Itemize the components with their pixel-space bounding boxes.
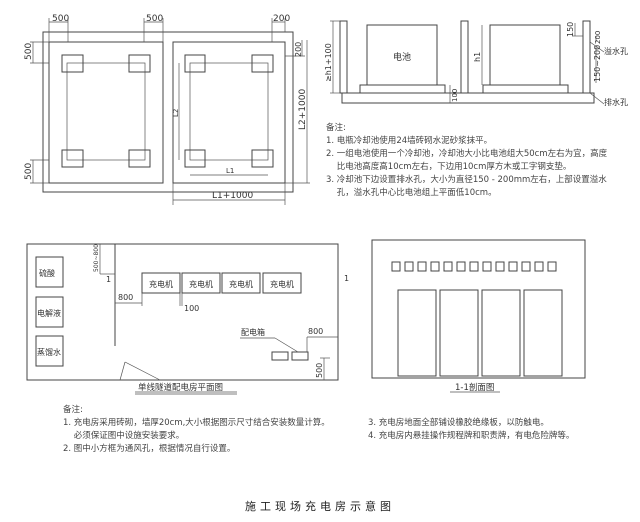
note-line: 孔，溢水孔中心比电池组上平面低10cm。 [326, 188, 497, 198]
charger [262, 272, 302, 294]
room-sulfuric-acid [35, 256, 64, 288]
dim-500: 500 [146, 14, 163, 24]
door [481, 289, 521, 377]
dim-100: 100 [451, 89, 459, 102]
support-pads [61, 54, 274, 168]
note-line: 必须保证图中设施安装要求。 [63, 431, 185, 441]
room-label: 硫酸 [39, 268, 55, 278]
outer-slab [42, 31, 294, 193]
floor-plan-title: 单线隧道配电房平面图 [138, 382, 223, 393]
dimension-lines [30, 18, 310, 205]
pool-right [172, 41, 286, 184]
dim-h1-plus-100: ≥h1+100 [324, 43, 333, 82]
room-distilled-water [35, 335, 64, 367]
room-electrolyte [35, 296, 64, 328]
dim-200: 200 [273, 14, 290, 24]
dim-500: 500 [24, 43, 34, 60]
battery-outline-left [66, 62, 146, 161]
note-line: 2. 图中小方框为通风孔，根据情况自行设置。 [63, 444, 236, 454]
notes-heading: 备注: [326, 123, 346, 133]
distribution-box [271, 351, 289, 361]
battery-outline-right [189, 62, 269, 161]
section-view-title: 1-1剖面图 [455, 382, 494, 393]
section-mark: 1 [106, 275, 111, 284]
dim-150: 150 [566, 22, 575, 37]
overflow-hole-label: 溢水孔 [604, 46, 628, 56]
notes-heading: 备注: [63, 405, 83, 415]
note-line: 4. 充电房内悬挂操作规程牌和职责牌，有电危险牌等。 [368, 431, 575, 441]
notes-bottom-left: 备注: 1. 充电房采用砖砌，墙厚20cm,大小根据图示尺寸结合安装数量计算。 … [63, 404, 330, 456]
charger-label: 充电机 [229, 279, 253, 289]
dim-200: 200 [594, 31, 602, 44]
room-label: 蒸馏水 [37, 347, 61, 357]
floor-plan: 硫酸 电解液 蒸馏水 充电机 充电机 充电机 充电机 配电箱 800 100 8… [26, 243, 349, 395]
building-outline [371, 239, 586, 379]
charger [221, 272, 261, 294]
battery-label: 电池 [393, 51, 411, 63]
dim-800: 800 [118, 293, 133, 302]
section-mark: 1 [344, 274, 349, 283]
dim-800: 800 [308, 327, 323, 336]
distribution-box-label: 配电箱 [241, 327, 265, 337]
distribution-box [291, 351, 309, 361]
notes-bottom-right: 3. 充电房地面全部铺设橡胶绝缘板，以防触电。 4. 充电房内悬挂操作规程牌和职… [368, 417, 574, 443]
door [397, 289, 437, 377]
dim-500: 500 [315, 363, 324, 378]
cooling-pool-section: 电池 ≥h1+100 h1 100 150 200 150~200 溢水孔 排水… [324, 20, 628, 107]
dim-500: 500 [52, 14, 69, 24]
charger-label: 充电机 [270, 279, 294, 289]
dim-150-200: 150~200 [593, 45, 602, 82]
room-label: 电解液 [37, 308, 61, 318]
dim-500: 500 [24, 163, 34, 180]
vent-holes [391, 261, 557, 272]
dim-500-800: 500~800 [93, 244, 100, 272]
charger [181, 272, 221, 294]
support-timber [359, 84, 446, 94]
dim-200: 200 [294, 42, 303, 57]
wall [582, 20, 591, 94]
notes-top: 备注: 1. 电瓶冷却池使用24墙砖砌水泥砂浆抹平。 2. 一组电池使用一个冷却… [326, 122, 607, 200]
drain-hole-label: 排水孔 [604, 97, 628, 107]
door [439, 289, 479, 377]
dim-l2-plus-1000: L2+1000 [298, 89, 308, 130]
note-line: 1. 电瓶冷却池使用24墙砖砌水泥砂浆抹平。 [326, 136, 493, 146]
figure-caption: 施工现场充电房示意图 [245, 500, 395, 513]
wall [460, 20, 469, 94]
section-view: 1-1剖面图 [371, 239, 586, 393]
battery [489, 24, 561, 86]
charger-label: 充电机 [149, 279, 173, 289]
dim-h1: h1 [473, 52, 482, 62]
door [523, 289, 563, 377]
dim-l2: L2 [172, 109, 180, 117]
cooling-pool-plan: 500 500 200 500 500 200 L2+1000 L2 L1 L1… [24, 14, 310, 205]
charger-label: 充电机 [189, 279, 213, 289]
dim-l1-plus-1000: L1+1000 [212, 191, 253, 201]
support-timber [482, 84, 569, 94]
note-line: 1. 充电房采用砖砌，墙厚20cm,大小根据图示尺寸结合安装数量计算。 [63, 418, 330, 428]
pool-left [48, 41, 164, 184]
floor-slab [341, 92, 595, 104]
charger [141, 272, 181, 294]
note-line: 3. 充电房地面全部铺设橡胶绝缘板，以防触电。 [368, 418, 549, 428]
wall [339, 20, 348, 94]
note-line: 2. 一组电池使用一个冷却池，冷却池大小比电池组大50cm左右为宜，高度 [326, 149, 608, 159]
dim-l1: L1 [226, 167, 234, 175]
note-line: 比电池高度高10cm左右，下边用10cm厚方木或工字钢支垫。 [326, 162, 572, 172]
dim-100: 100 [184, 304, 199, 313]
note-line: 3. 冷却池下边设置排水孔，大小为直径150 - 200mm左右，上部设置溢水 [326, 175, 607, 185]
room-outline [26, 243, 339, 381]
